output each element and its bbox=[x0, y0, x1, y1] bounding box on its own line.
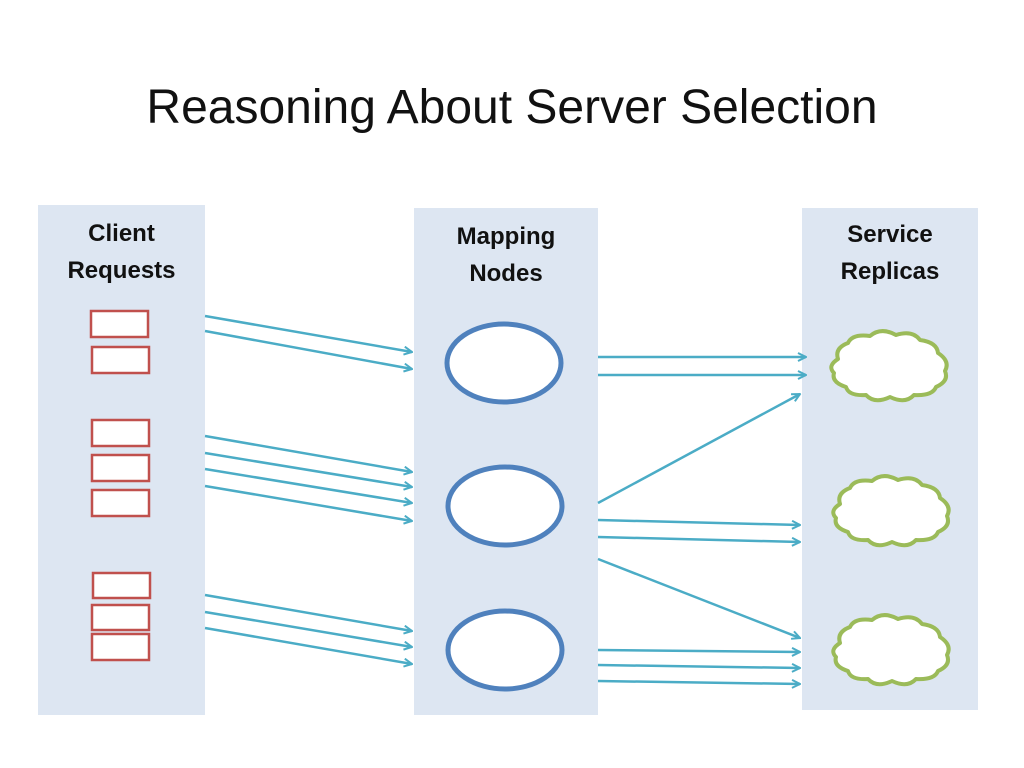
request-to-mapping-arrow bbox=[204, 484, 412, 521]
request-to-mapping-arrow bbox=[204, 451, 412, 487]
request-to-mapping-arrow bbox=[204, 314, 412, 352]
slide-title: Reasoning About Server Selection bbox=[146, 81, 878, 134]
client-request-box bbox=[90, 603, 151, 632]
client-request-box bbox=[90, 632, 151, 662]
client-requests-heading: Client Requests bbox=[38, 215, 205, 289]
request-to-mapping-arrow bbox=[204, 610, 412, 647]
service-replica-cloud bbox=[831, 474, 951, 548]
mapping-node bbox=[445, 464, 565, 548]
service-replica-cloud bbox=[829, 329, 949, 403]
nodes-layer bbox=[89, 309, 951, 692]
service-replicas-heading: Service Replicas bbox=[802, 216, 978, 290]
mapping-to-replica-arrow bbox=[597, 392, 800, 505]
service-replica-cloud bbox=[831, 613, 951, 687]
client-requests-heading-line2: Requests bbox=[67, 257, 176, 284]
request-to-mapping-arrow bbox=[204, 593, 412, 631]
client-request-box bbox=[90, 418, 151, 448]
arrows-layer bbox=[204, 314, 806, 684]
client-request-box bbox=[90, 488, 151, 518]
mapping-nodes-heading: Mapping Nodes bbox=[414, 218, 598, 292]
service-replicas-heading-line1: Service bbox=[847, 221, 933, 248]
client-request-box bbox=[90, 453, 151, 483]
mapping-to-replica-arrow bbox=[597, 557, 800, 638]
request-to-mapping-arrow bbox=[204, 329, 412, 369]
mapping-to-replica-arrow bbox=[597, 518, 800, 525]
request-to-mapping-arrow bbox=[204, 626, 412, 664]
client-request-box bbox=[90, 345, 151, 375]
mapping-to-replica-arrow bbox=[597, 535, 800, 542]
mapping-to-replica-arrow bbox=[597, 665, 800, 668]
mapping-to-replica-arrow bbox=[597, 681, 800, 684]
client-requests-heading-line1: Client bbox=[88, 220, 155, 247]
mapping-node bbox=[445, 608, 565, 692]
client-request-box bbox=[89, 309, 150, 339]
mapping-nodes-heading-line1: Mapping bbox=[456, 223, 556, 250]
mapping-node bbox=[444, 321, 564, 405]
request-to-mapping-arrow bbox=[204, 467, 412, 503]
service-replicas-heading-line2: Replicas bbox=[840, 258, 940, 285]
client-request-box bbox=[91, 571, 152, 600]
mapping-nodes-heading-line2: Nodes bbox=[469, 260, 543, 287]
mapping-to-replica-arrow bbox=[597, 650, 800, 652]
request-to-mapping-arrow bbox=[204, 434, 412, 472]
